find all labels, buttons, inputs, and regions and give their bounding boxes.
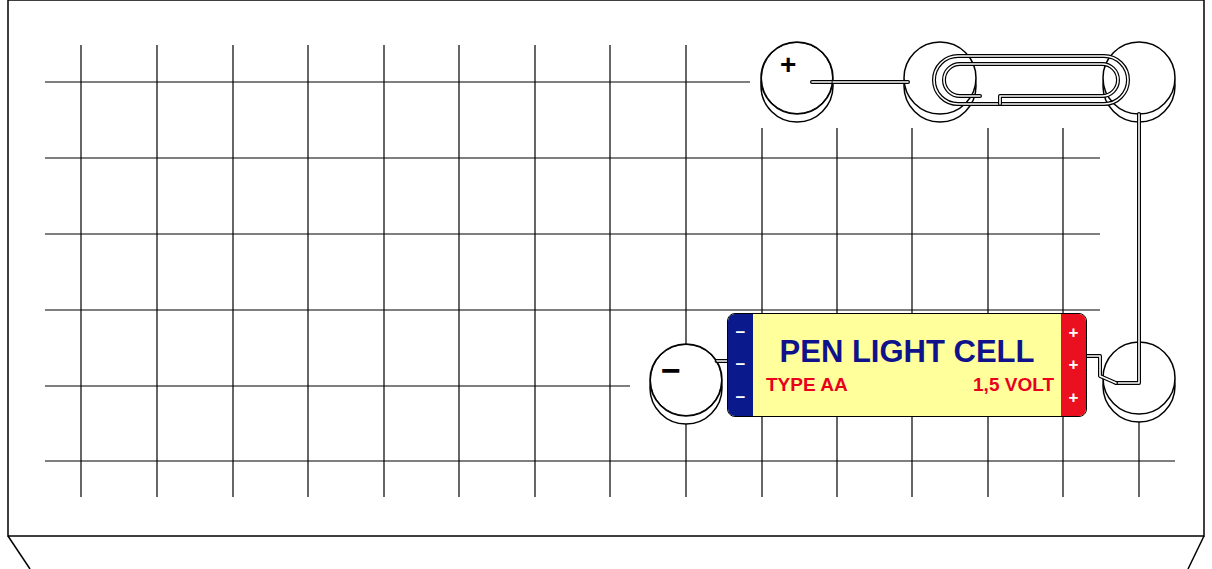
- battery-title: PEN LIGHT CELL: [728, 336, 1086, 367]
- grid-line: [307, 45, 308, 497]
- polarity-sign: +: [1069, 324, 1079, 341]
- grid-line: [45, 460, 1175, 461]
- negative-end-cap: − − −: [728, 314, 753, 416]
- grid-line: [232, 45, 233, 497]
- grid-line: [458, 45, 459, 497]
- grid-line: [1138, 420, 1139, 497]
- terminal-clip: −: [650, 344, 722, 416]
- grid-line: [383, 45, 384, 497]
- paper-clip: [934, 56, 1128, 104]
- board-grid: [45, 45, 1175, 497]
- battery-lead: [717, 361, 727, 362]
- polarity-sign: −: [736, 324, 746, 341]
- grid-line: [534, 45, 535, 497]
- board-outline: [8, 0, 1204, 569]
- terminal-sign: −: [661, 353, 681, 387]
- polarity-sign: −: [736, 356, 746, 373]
- grid-line: [45, 81, 750, 82]
- grid-line: [45, 157, 1100, 158]
- grid-line: [45, 385, 630, 386]
- polarity-sign: −: [736, 389, 746, 406]
- grid-line: [80, 45, 81, 497]
- wire-stroke: [717, 359, 727, 363]
- battery-cell: PEN LIGHT CELL TYPE AA 1,5 VOLT − − − + + +: [727, 313, 1087, 417]
- terminal-bases: [650, 42, 1175, 424]
- wire-stroke: [717, 360, 727, 362]
- terminal-clip: +: [761, 42, 833, 114]
- grid-line: [45, 309, 1100, 310]
- grid-line: [45, 233, 1100, 234]
- battery-voltage: 1,5 VOLT: [973, 375, 1054, 394]
- polarity-sign: +: [1069, 389, 1079, 406]
- grid-line: [685, 45, 686, 497]
- polarity-sign: +: [1069, 356, 1079, 373]
- grid-line: [156, 45, 157, 497]
- battery-type: TYPE AA: [766, 375, 848, 394]
- terminal-sign: +: [780, 51, 796, 79]
- positive-end-cap: + + +: [1061, 314, 1086, 416]
- grid-line: [609, 45, 610, 497]
